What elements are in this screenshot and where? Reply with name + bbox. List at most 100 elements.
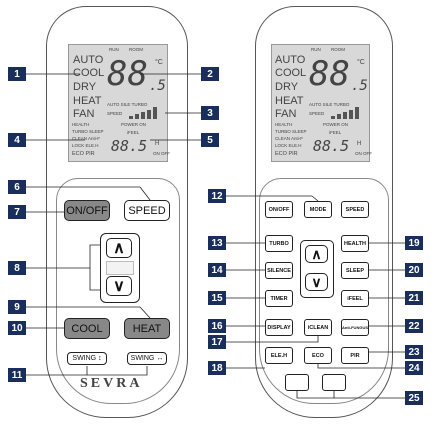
lcd-mode-heat: HEAT	[275, 95, 304, 107]
lcd-ifeel: iFEEL	[127, 130, 140, 135]
callout-6: 6	[8, 180, 26, 194]
silence-button[interactable]: SILENCE	[265, 262, 293, 279]
temp-up-button[interactable]: ∧	[305, 245, 328, 263]
lcd-turbo-sleep: TURBO SLEEP	[275, 129, 307, 134]
heat-button[interactable]: HEAT	[124, 318, 170, 339]
speed-button[interactable]: SPEED	[124, 200, 170, 221]
lcd-mode-auto: AUTO	[275, 54, 306, 66]
lcd-degrees: °C	[155, 59, 163, 66]
callout-22: 22	[405, 319, 423, 333]
lcd-lock: LOCK ELE.H	[275, 143, 302, 148]
on-off-button[interactable]: ON/OFF	[64, 200, 110, 221]
callout-20: 20	[405, 263, 423, 277]
lcd-speed: SPEED	[309, 111, 325, 116]
lcd-run: RUN	[311, 47, 321, 52]
lcd-lock: LOCK ELE.H	[72, 143, 99, 148]
iclean-button[interactable]: iCLEAN	[304, 319, 332, 336]
lcd-degrees: °C	[357, 59, 365, 66]
lcd-run: RUN	[109, 47, 119, 52]
lcd-health: HEALTH	[72, 122, 90, 127]
lcd-mode-fan: FAN	[73, 108, 95, 120]
callout-18: 18	[208, 361, 226, 375]
mode-button[interactable]: MODE	[304, 201, 332, 218]
spare-button-right[interactable]	[322, 374, 346, 391]
swing-vertical-button[interactable]: SWING ↕	[67, 352, 107, 365]
lcd-ifeel: iFEEL	[329, 130, 342, 135]
eco-button[interactable]: ECO	[304, 347, 332, 364]
callout-8: 8	[8, 261, 26, 275]
callout-15: 15	[208, 291, 226, 305]
on-off-button[interactable]: ON/OFF	[265, 201, 293, 218]
callout-12: 12	[208, 189, 226, 203]
lcd-speed-row: AUTO SILE TURBO	[107, 102, 148, 107]
temp-down-button[interactable]: ∨	[305, 273, 328, 291]
lcd-mode-dry: DRY	[73, 81, 97, 93]
lcd-small-digits: 88.5	[111, 137, 148, 155]
callout-3: 3	[201, 106, 219, 120]
remote2-lcd-screen: AUTO COOL DRY HEAT FAN RUN ROOM 88 .5 °C…	[271, 44, 372, 162]
lcd-clean-antif: CLEAN Anti-F	[72, 136, 101, 141]
lcd-mode-heat: HEAT	[73, 95, 102, 107]
display-button[interactable]: DISPLAY	[265, 319, 293, 336]
callout-19: 19	[405, 236, 423, 250]
lcd-mode-fan: FAN	[275, 108, 297, 120]
ifeel-button[interactable]: iFEEL	[341, 290, 369, 307]
health-button[interactable]: HEALTH	[341, 235, 369, 252]
lcd-big-digits-decimal: .5	[149, 78, 166, 94]
lcd-mode-dry: DRY	[275, 81, 299, 93]
rocker-middle	[106, 261, 134, 275]
lcd-power-on: POWER ON	[323, 122, 349, 127]
timer-button[interactable]: TIMER	[265, 290, 293, 307]
temperature-rocker: ∧ ∨	[300, 240, 334, 298]
callout-10: 10	[8, 321, 26, 335]
sleep-button[interactable]: SLEEP	[341, 262, 369, 279]
temperature-rocker: ∧ ∨	[100, 233, 140, 303]
lcd-room: ROOM	[129, 47, 143, 52]
callout-17: 17	[208, 335, 226, 349]
turbo-button[interactable]: TURBO	[265, 235, 293, 252]
cool-button[interactable]: COOL	[64, 318, 110, 339]
anti-fungus-button[interactable]: Anti-FUNGUS	[341, 319, 369, 336]
lcd-clean-antif: CLEAN Anti-F	[275, 136, 304, 141]
callout-13: 13	[208, 236, 226, 250]
callout-23: 23	[405, 345, 423, 359]
lcd-turbo-sleep: TURBO SLEEP	[72, 129, 104, 134]
callout-2: 2	[201, 67, 219, 81]
callout-1: 1	[8, 67, 26, 81]
callout-25: 25	[405, 391, 423, 405]
speed-button[interactable]: SPEED	[341, 201, 369, 218]
lcd-mode-auto: AUTO	[73, 54, 104, 66]
lcd-big-digits-decimal: .5	[351, 78, 368, 94]
lcd-eco-pir: ECO PIR	[275, 151, 298, 157]
lcd-mode-cool: COOL	[275, 67, 307, 79]
callout-14: 14	[208, 263, 226, 277]
lcd-room: ROOM	[331, 47, 345, 52]
callout-16: 16	[208, 319, 226, 333]
lcd-speed-row: AUTO SILE TURBO	[309, 102, 350, 107]
callout-7: 7	[8, 205, 26, 219]
lcd-big-digits: 88	[309, 54, 350, 94]
temp-down-button[interactable]: ∨	[106, 276, 132, 296]
brand-logo: SEVRA	[80, 376, 143, 391]
pir-button[interactable]: PIR	[341, 347, 369, 364]
lcd-speed-bars	[331, 107, 363, 119]
lcd-speed: SPEED	[107, 111, 123, 116]
ele-h-button[interactable]: ELE.H	[265, 347, 293, 364]
lcd-power-on: POWER ON	[121, 122, 147, 127]
temp-up-button[interactable]: ∧	[106, 238, 132, 258]
swing-horizontal-button[interactable]: SWING ↔	[127, 352, 167, 365]
lcd-on-off: ON OFF	[153, 151, 170, 156]
remote1-lower-panel	[56, 178, 180, 404]
lcd-speed-bars	[129, 107, 161, 119]
remote1-lcd-screen: AUTO COOL DRY HEAT FAN RUN ROOM 88 .5 °C…	[68, 44, 170, 162]
lcd-small-digits: 88.5	[313, 137, 350, 155]
lcd-hour: H	[155, 141, 160, 147]
spare-button-left[interactable]	[285, 374, 309, 391]
callout-9: 9	[8, 300, 26, 314]
callout-11: 11	[8, 368, 26, 382]
lcd-health: HEALTH	[275, 122, 293, 127]
lcd-mode-cool: COOL	[73, 67, 105, 79]
lcd-hour: H	[357, 141, 362, 147]
remote2-lower-panel	[259, 178, 389, 404]
